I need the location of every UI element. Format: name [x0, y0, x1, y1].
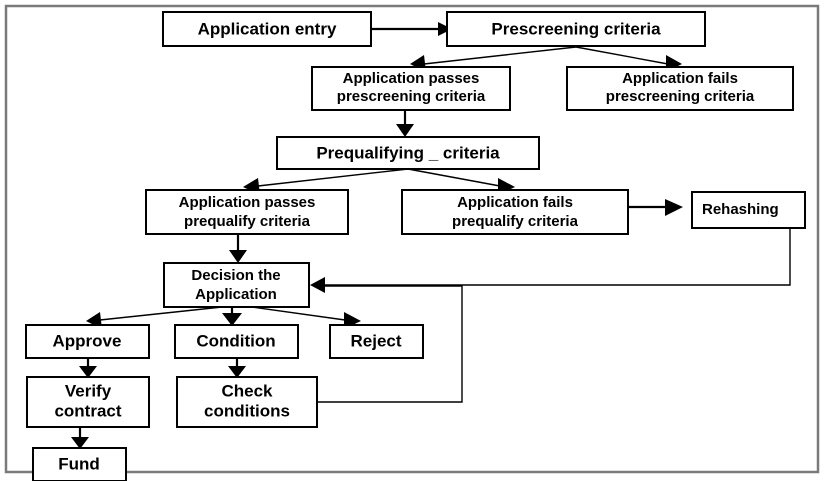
rehashing-box[interactable]: [691, 191, 806, 229]
condition-label: Condition: [196, 331, 275, 350]
application-entry-label: Application entry: [198, 19, 337, 38]
verify-contract-box[interactable]: [26, 376, 150, 428]
application-passes-prescreening-label-line1: Application passes: [343, 70, 480, 87]
check-conditions-label-line1: Check: [221, 381, 273, 400]
application-passes-prescreening-label-line2: prescreening criteria: [337, 88, 486, 105]
application-passes-prescreening-box[interactable]: [311, 66, 511, 111]
fund-label: Fund: [58, 454, 100, 473]
prescreening-criteria-label: Prescreening criteria: [491, 19, 661, 38]
application-fails-prescreening-box[interactable]: [566, 66, 794, 111]
edge-passes-prescreening-to-prequalifying: [396, 110, 414, 137]
application-passes-prequalify-label-line2: prequalify criteria: [184, 213, 311, 230]
application-entry-box[interactable]: [162, 11, 372, 47]
prescreening-criteria-box[interactable]: [446, 11, 706, 47]
edge-decision-to-condition: [222, 307, 242, 326]
node-prequalifying-criteria[interactable]: Prequalifying _ criteria: [276, 136, 540, 170]
verify-contract-label-line2: contract: [54, 401, 121, 420]
prequalifying-criteria-box[interactable]: [276, 136, 540, 170]
edge-rehashing-to-decision: [310, 228, 791, 293]
node-application-passes-prescreening[interactable]: Application passes prescreening criteria: [311, 66, 511, 111]
edge-fails-prequalify-to-rehashing: [628, 199, 683, 216]
prequalifying-criteria-label: Prequalifying _ criteria: [316, 143, 500, 162]
node-approve[interactable]: Approve: [25, 324, 150, 359]
application-fails-prequalify-box[interactable]: [401, 189, 629, 235]
reject-label: Reject: [350, 331, 401, 350]
check-conditions-box[interactable]: [176, 376, 318, 428]
node-reject[interactable]: Reject: [329, 324, 424, 359]
application-fails-prequalify-label-line2: prequalify criteria: [452, 213, 579, 230]
edge-approve-to-verify-contract: [79, 358, 97, 378]
node-prescreening-criteria[interactable]: Prescreening criteria: [446, 11, 706, 47]
decision-the-application-label-line1: Decision the: [191, 267, 280, 284]
approve-label: Approve: [53, 331, 122, 350]
diagram-outer-frame: [4, 4, 820, 474]
node-application-fails-prequalify[interactable]: Application fails prequalify criteria: [401, 189, 629, 235]
node-verify-contract[interactable]: Verify contract: [26, 376, 150, 428]
rehashing-label: Rehashing: [702, 201, 779, 218]
node-application-fails-prescreening[interactable]: Application fails prescreening criteria: [566, 66, 794, 111]
edge-condition-to-check-conditions: [228, 358, 246, 378]
application-fails-prescreening-label-line1: Application fails: [622, 70, 738, 87]
application-passes-prequalify-box[interactable]: [145, 189, 349, 235]
application-fails-prescreening-label-line2: prescreening criteria: [606, 88, 755, 105]
approve-box[interactable]: [25, 324, 150, 359]
edge-passes-prequalify-to-decision: [229, 234, 247, 263]
node-application-entry[interactable]: Application entry: [162, 11, 372, 47]
decision-the-application-box[interactable]: [163, 262, 310, 308]
check-conditions-label-line2: conditions: [204, 401, 290, 420]
fund-box[interactable]: [32, 447, 127, 481]
application-passes-prequalify-label-line1: Application passes: [179, 194, 316, 211]
node-check-conditions[interactable]: Check conditions: [176, 376, 318, 428]
application-fails-prequalify-label-line1: Application fails: [457, 194, 573, 211]
node-application-passes-prequalify[interactable]: Application passes prequalify criteria: [145, 189, 349, 235]
verify-contract-label-line1: Verify: [65, 381, 112, 400]
node-rehashing[interactable]: Rehashing: [691, 191, 806, 229]
reject-box[interactable]: [329, 324, 424, 359]
node-fund[interactable]: Fund: [32, 447, 127, 481]
edge-check-conditions-to-decision: [317, 285, 463, 403]
condition-box[interactable]: [174, 324, 299, 359]
decision-the-application-label-line2: Application: [195, 286, 277, 303]
edge-verify-contract-to-fund: [71, 427, 89, 449]
node-decision-the-application[interactable]: Decision the Application: [163, 262, 310, 308]
edge-entry-to-prescreening: [371, 22, 452, 36]
node-condition[interactable]: Condition: [174, 324, 299, 359]
